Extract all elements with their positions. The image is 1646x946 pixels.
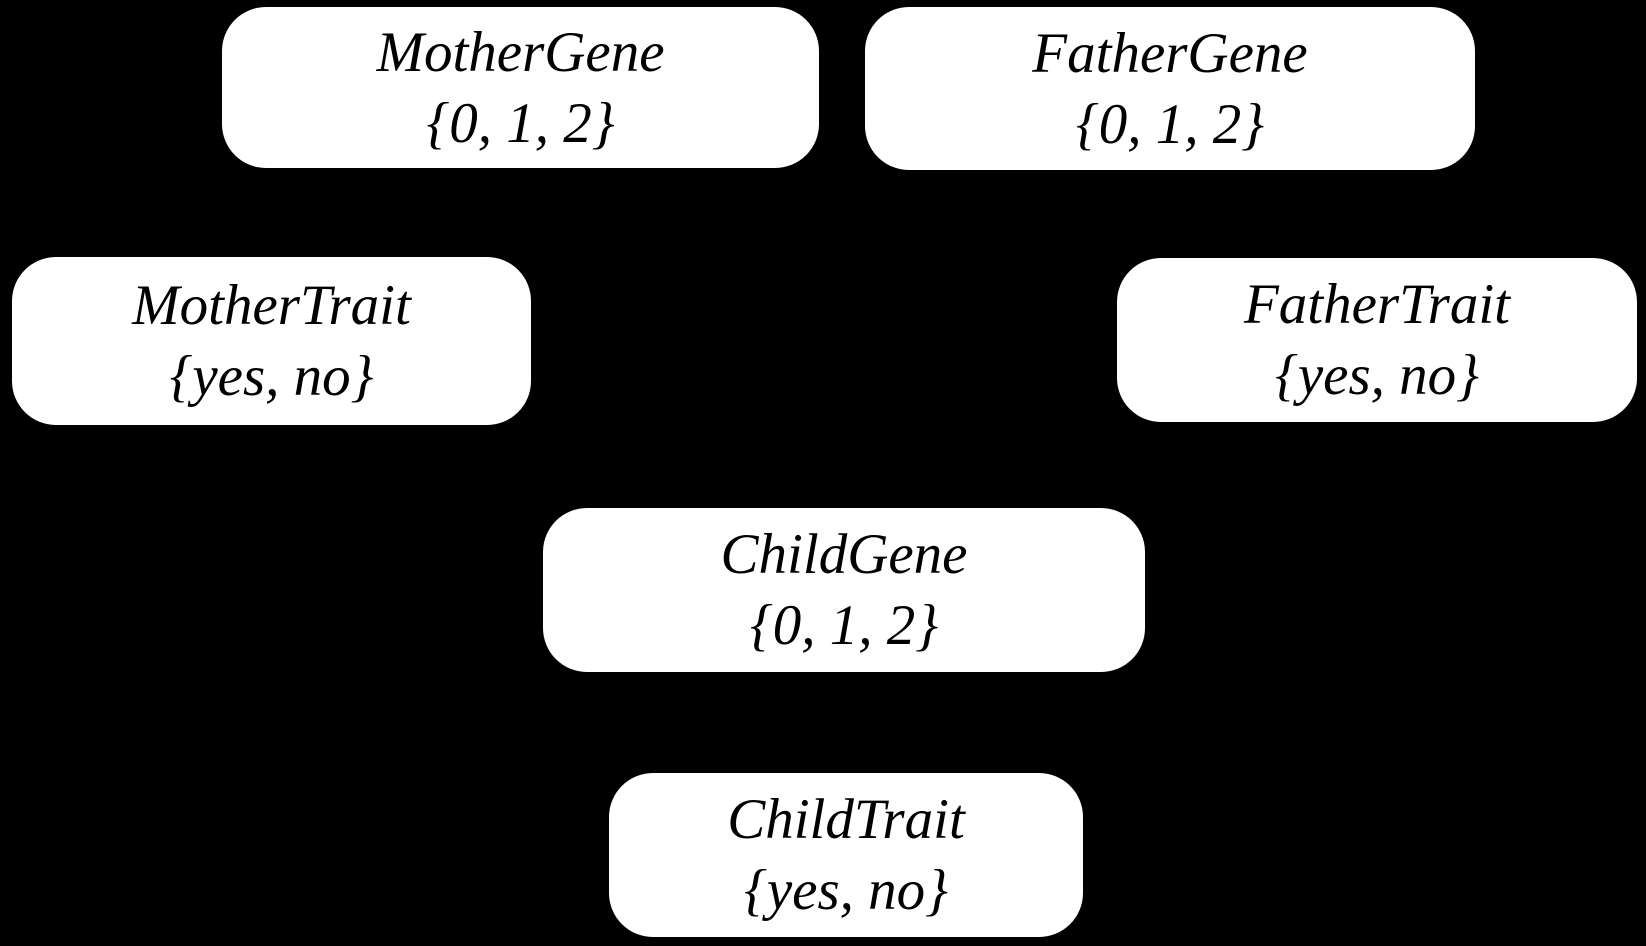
node-father-trait: FatherTrait {yes, no} xyxy=(1117,258,1637,422)
node-child-gene-domain: {0, 1, 2} xyxy=(749,594,939,657)
node-mother-trait: MotherTrait {yes, no} xyxy=(12,257,531,425)
node-child-gene-label: ChildGene xyxy=(720,523,968,586)
node-mother-gene-label: MotherGene xyxy=(376,20,665,84)
node-father-gene-domain: {0, 1, 2} xyxy=(1075,92,1265,156)
node-child-trait-domain: {yes, no} xyxy=(744,859,948,922)
node-mother-trait-label: MotherTrait xyxy=(132,274,411,337)
node-father-gene-label: FatherGene xyxy=(1032,21,1308,85)
node-mother-gene-domain: {0, 1, 2} xyxy=(426,91,615,155)
node-mother-gene: MotherGene {0, 1, 2} xyxy=(222,7,819,168)
node-child-trait: ChildTrait {yes, no} xyxy=(609,773,1083,937)
node-child-trait-label: ChildTrait xyxy=(727,788,965,851)
node-father-gene: FatherGene {0, 1, 2} xyxy=(865,7,1475,170)
node-mother-trait-domain: {yes, no} xyxy=(169,345,374,408)
node-father-trait-domain: {yes, no} xyxy=(1275,344,1479,407)
node-child-gene: ChildGene {0, 1, 2} xyxy=(543,508,1145,672)
node-father-trait-label: FatherTrait xyxy=(1243,273,1511,336)
